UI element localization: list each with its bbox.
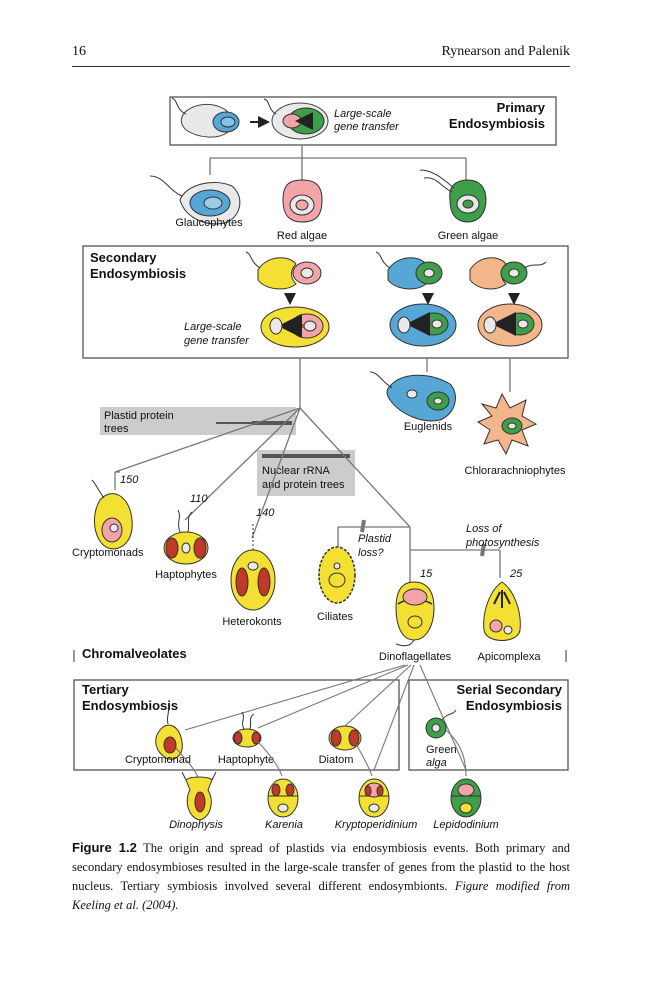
haptophytes-count: 110 [190,493,208,505]
apicomplexa-count: 25 [509,568,523,580]
tertiary-box [73,679,400,771]
tertiary-title-1: Tertiary [82,682,129,697]
serial-secondary-title-2: Endosymbiosis [466,698,562,713]
secondary-tree-lines [299,358,511,408]
tertiary-cryptomonad-cell [155,707,183,760]
euglenids-label: Euglenids [404,421,453,433]
secondary-title-2: Endosymbiosis [90,266,186,281]
apicomplexa-label: Apicomplexa [478,651,542,663]
secondary-green-engulfment-chlorarachnio [469,257,547,305]
figure-caption: Figure 1.2 The origin and spread of plas… [72,838,570,915]
tertiary-haptophyte-label: Haptophyte [218,754,274,766]
nuclear-trees-label-2: and protein trees [262,479,345,491]
serial-secondary-box [408,679,569,771]
kryptoperidinium-cell [358,778,390,818]
nuclear-trees-box [257,450,355,496]
chromalveolates-label: Chromalveolates [82,646,187,661]
chromalveolates-bracket [73,650,567,662]
tertiary-haptophyte-cell [232,711,262,748]
primary-title-2: Endosymbiosis [449,116,545,131]
nuclear-trees-label-1: Nuclear rRNA [262,465,331,477]
primary-host-cell [171,97,240,138]
ciliate-cell [318,546,356,604]
secondary-title-1: Secondary [90,250,157,265]
secondary-transfer-label-2: gene transfer [184,335,250,347]
chlorarachniophytes-label: Chlorarachniophytes [465,465,566,477]
primary-transfer-label-1: Large-scale [334,108,391,120]
loss-photosynthesis-label-2: photosynthesis [465,537,540,549]
lepidodinium-cell [450,778,482,818]
heterokont-cell [230,522,276,611]
primary-transfer-label-2: gene transfer [334,121,400,133]
plastid-trees-label-2: trees [104,423,129,435]
euglenid-cell [369,371,456,422]
haptophytes-label: Haptophytes [155,569,217,581]
dino-radiating-lines [184,664,467,771]
tertiary-title-2: Endosymbiosis [82,698,178,713]
serial-green-label-2: alga [426,757,447,769]
plastid-trees-label-1: Plastid protein [104,410,174,422]
caption-text: The origin and spread of plastids via en… [72,841,570,893]
tertiary-diatom-label: Diatom [319,754,354,766]
heterokonts-count: 140 [256,507,275,519]
green-algae-label: Green algae [438,230,499,242]
secondary-red-engulfment [245,251,322,305]
serial-secondary-title-1: Serial Secondary [457,682,563,697]
chlorarachniophyte-cell [476,392,538,456]
karenia-label: Karenia [265,819,303,831]
serial-green-label-1: Green [426,744,457,756]
page-number: 16 [72,44,86,59]
dinoflagellates-label: Dinoflagellates [379,651,452,663]
header-rule [72,66,570,67]
primary-box [169,96,557,146]
cryptomonads-label: Cryptomonads [72,547,144,559]
ciliates-label: Ciliates [317,611,354,623]
endosymbiosis-diagram: Large-scale gene transfer Primary Endosy… [72,96,569,831]
secondary-green-engulfment-euglenid [375,251,443,305]
secondary-box [82,245,569,359]
karenia-cell [267,778,299,818]
primary-merged-cell [263,98,329,140]
secondary-transfer-label-1: Large-scale [184,321,241,333]
figure-label: Figure 1.2 [72,840,137,855]
apicomplexan-cell [483,581,521,641]
loss-photosynthesis-label-1: Loss of [466,523,502,535]
plastid-loss-label-1: Plastid [358,533,392,545]
red-alga-cell [282,179,323,223]
host-connector-lines [175,729,467,779]
heterokonts-label: Heterokonts [222,616,282,628]
primary-tree-lines [209,145,467,180]
secondary-red-merged [260,306,330,348]
tertiary-cryptomonad-label: Cryptomonad [125,754,191,766]
cryptomonads-count: 150 [120,474,139,486]
dinophysis-label: Dinophysis [169,819,223,831]
green-alga-cell [419,169,487,223]
red-algae-label: Red algae [277,230,327,242]
cryptomonad-cell [91,479,133,550]
secondary-euglenid-merged [389,303,457,347]
glaucophyte-cell [149,175,241,225]
tertiary-diatom-cell [328,725,362,751]
dinoflagellates-count: 15 [420,568,433,580]
dinophysis-cell [181,771,217,821]
primary-title-1: Primary [497,100,546,115]
kryptoperidinium-label: Kryptoperidinium [335,819,418,831]
plastid-loss-label-2: loss? [358,547,385,559]
tree-tick-marks [360,519,486,557]
caption-credit: Figure modified from Keeling et al. (200… [72,879,570,912]
glaucophytes-label: Glaucophytes [175,217,243,229]
dinoflagellate-cell [395,581,435,647]
haptophyte-cell [163,509,209,565]
secondary-chlorarachnio-merged [477,303,543,347]
running-head: Rynearson and Palenik [441,44,570,59]
serial-green-alga-cell [425,709,457,739]
lepidodinium-label: Lepidodinium [433,819,498,831]
